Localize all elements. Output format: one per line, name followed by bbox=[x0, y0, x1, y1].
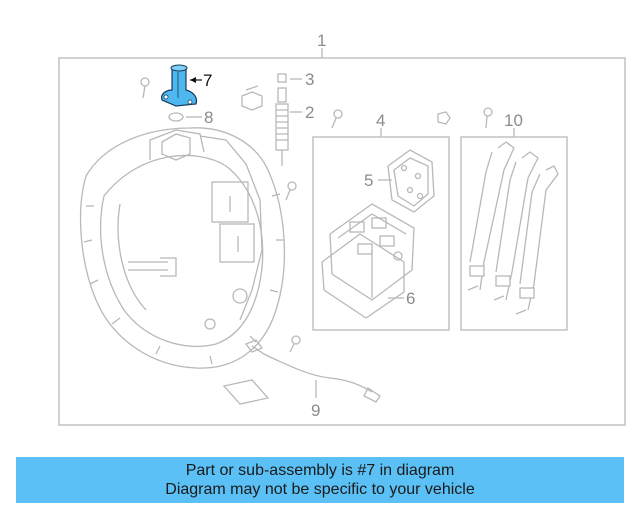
callout-9: 9 bbox=[311, 401, 320, 420]
callout-3: 3 bbox=[305, 70, 314, 89]
transmission-housing bbox=[79, 127, 286, 369]
parts-diagram: 1 7 8 3 bbox=[58, 31, 626, 426]
info-banner: Part or sub-assembly is #7 in diagram Di… bbox=[16, 457, 624, 503]
callout-5: 5 bbox=[364, 171, 373, 190]
banner-line-2: Diagram may not be specific to your vehi… bbox=[165, 481, 475, 498]
callout-4: 4 bbox=[376, 111, 385, 130]
bolt-left bbox=[140, 77, 150, 99]
callout-2: 2 bbox=[305, 103, 314, 122]
part-10-cables bbox=[467, 141, 559, 315]
banner-line-1: Part or sub-assembly is #7 in diagram bbox=[185, 462, 455, 479]
small-bolt-2 bbox=[285, 181, 297, 201]
part-5-gasket bbox=[387, 149, 435, 213]
callout-1: 1 bbox=[317, 31, 326, 50]
small-bolt-3 bbox=[289, 335, 301, 353]
part-9-sensor bbox=[244, 339, 381, 403]
part-8-oring bbox=[168, 112, 184, 122]
callout-10: 10 bbox=[504, 111, 523, 130]
part-2-shaft bbox=[275, 87, 289, 166]
part-3-cap bbox=[277, 73, 287, 83]
clip-part bbox=[241, 85, 263, 111]
part-7-highlighted bbox=[161, 64, 198, 107]
part-6-gasket bbox=[321, 233, 405, 319]
label-tag bbox=[222, 379, 270, 405]
diagram-frame bbox=[58, 57, 626, 426]
small-bolt-1 bbox=[331, 109, 343, 129]
small-bolt-4 bbox=[483, 107, 493, 129]
valve-body bbox=[329, 203, 415, 301]
callout-8: 8 bbox=[204, 108, 213, 127]
nut bbox=[437, 111, 451, 125]
callout-6: 6 bbox=[406, 289, 415, 308]
callout-7: 7 bbox=[203, 71, 212, 90]
